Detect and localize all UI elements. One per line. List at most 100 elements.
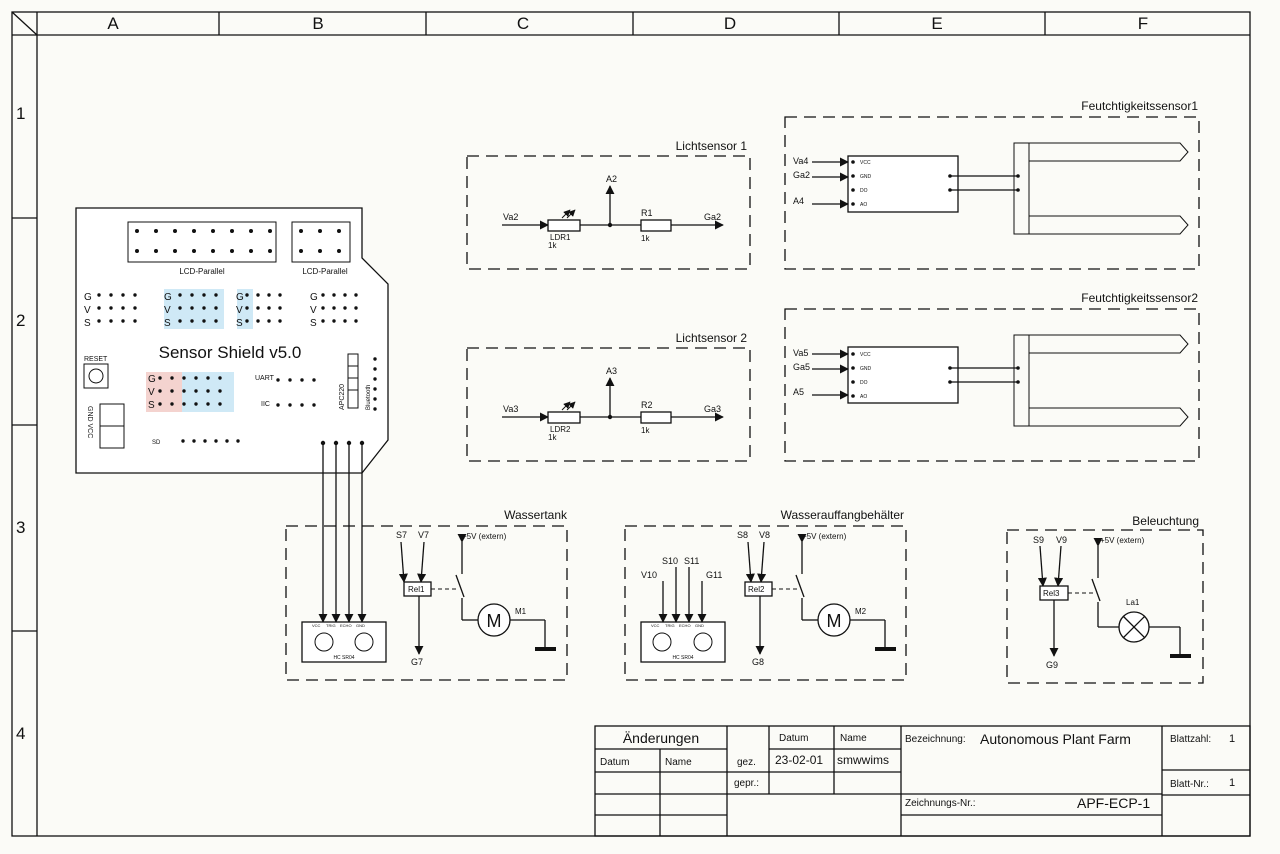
moisture-sensor-2-pin-vcc: VCC: [860, 352, 871, 358]
shield-apc-label: APC220: [339, 384, 346, 410]
water-catch-s11: S11: [684, 556, 699, 566]
water-catch-g11: G11: [706, 570, 722, 580]
title-block-change-name-header: Name: [665, 757, 692, 768]
water-tank-sr04-pin-vcc: VCC: [312, 623, 321, 628]
title-block-designation-value: Autonomous Plant Farm: [980, 731, 1131, 747]
water-tank-s: S7: [396, 530, 407, 540]
title-block-changes: Änderungen: [623, 730, 699, 746]
title-block-sheet-no-label: Blatt-Nr.:: [1170, 779, 1209, 790]
shield-row-s-2: S: [164, 318, 171, 329]
water-catch-ext: +5V (extern): [802, 532, 847, 541]
shield-row-s-4: S: [310, 318, 317, 329]
light-sensor-2-r-val: 1k: [641, 426, 650, 435]
water-catch-sr04-pin-vcc: VCC: [651, 623, 660, 628]
grid-row-4: 4: [16, 724, 25, 743]
water-catch-s10: S10: [662, 556, 678, 566]
shield-to-sr04-wires: [318, 440, 367, 623]
shield-row-s: S: [84, 318, 91, 329]
shield-lcd-label-2: LCD-Parallel: [302, 267, 348, 276]
water-tank-relay: Rel1: [408, 585, 425, 594]
title-block-drawing-no-value: APF-ECP-1: [1077, 795, 1150, 811]
moisture-sensor-2-pin-ao: AO: [860, 394, 867, 400]
shield-iic-label: IIC: [261, 401, 270, 408]
title-block-date-value: 23-02-01: [775, 753, 823, 767]
light-sensor-2-a: A3: [606, 366, 617, 376]
water-catch-motor-symbol: M: [827, 611, 842, 631]
water-catch-v10: V10: [641, 570, 657, 580]
moisture-sensor-1-pin-do: DO: [860, 188, 868, 194]
shield-analog-v: V: [148, 387, 155, 398]
water-tank-ext: +5V (extern): [462, 532, 507, 541]
water-catch-title: Wasserauffangbehälter: [781, 508, 904, 522]
lighting-lamp: La1: [1126, 598, 1140, 607]
moisture-sensor-1-pin-gnd: GND: [860, 174, 872, 180]
water-catch-sr04-pin-gnd: GND: [695, 623, 704, 628]
shield-row-g-4: G: [310, 292, 318, 303]
water-catch-sr04-pin-echo: ECHO: [679, 623, 691, 628]
light-sensor-1-r-val: 1k: [641, 234, 650, 243]
lighting-circuit: [1006, 529, 1204, 684]
light-sensor-1-ldr: LDR1: [550, 233, 571, 242]
lighting-g: G9: [1046, 660, 1058, 670]
water-tank-sr04: HC SR04: [333, 655, 354, 661]
shield-bluetooth-label: Bluetooth: [366, 385, 372, 410]
light-sensor-1-a: A2: [606, 174, 617, 184]
grid-row-1: 1: [16, 104, 25, 123]
shield-power-label: GND VCC: [86, 406, 93, 438]
water-catch-sr04: HC SR04: [672, 655, 693, 661]
title-block-sheet-count-value: 1: [1229, 733, 1235, 745]
light-sensor-2: [466, 347, 751, 462]
water-tank-motor: M1: [515, 607, 527, 616]
shield-uart-label: UART: [255, 375, 275, 382]
water-tank-sr04-pin-trig: TRIG: [326, 623, 336, 628]
moisture-sensor-2-pin-gnd: GND: [860, 366, 872, 372]
light-sensor-1-ldr-val: 1k: [548, 241, 557, 250]
water-catch-g: G8: [752, 657, 764, 667]
title-block-drawing-no-label: Zeichnungs-Nr.:: [905, 798, 976, 809]
title-block: [594, 725, 1251, 837]
water-tank-v: V7: [418, 530, 429, 540]
moisture-sensor-1-g: Ga2: [793, 170, 810, 180]
moisture-sensor-2-g: Ga5: [793, 362, 810, 372]
moisture-sensor-1-pin-vcc: VCC: [860, 160, 871, 166]
water-tank-sr04-pin-gnd: GND: [356, 623, 365, 628]
water-tank-motor-symbol: M: [487, 611, 502, 631]
moisture-sensor-2-pin-do: DO: [860, 380, 868, 386]
light-sensor-2-ldr-val: 1k: [548, 433, 557, 442]
shield-row-s-3: S: [236, 318, 243, 329]
shield-reset-label: RESET: [84, 356, 108, 363]
grid-row-3: 3: [16, 518, 25, 537]
lighting-ext: +5V (extern): [1100, 536, 1145, 545]
moisture-sensor-1-a: A4: [793, 196, 804, 206]
shield-sd-label: SD: [152, 440, 161, 446]
sensor-shield: [75, 207, 389, 474]
light-sensor-1-ga: Ga2: [704, 212, 721, 222]
water-tank-title: Wassertank: [504, 508, 568, 522]
title-block-designation-label: Bezeichnung:: [905, 734, 966, 745]
light-sensor-1: [466, 155, 751, 270]
grid-col-a: A: [107, 14, 119, 33]
moisture-sensor-2-a: A5: [793, 387, 804, 397]
water-catch-v: V8: [759, 530, 770, 540]
water-catch-circuit: [624, 525, 907, 681]
grid-col-e: E: [931, 14, 942, 33]
lighting-v: V9: [1056, 535, 1067, 545]
water-tank-circuit: [285, 525, 568, 681]
water-catch-sr04-pin-trig: TRIG: [665, 623, 675, 628]
title-block-date-header: Datum: [779, 733, 808, 744]
shield-row-v-3: V: [236, 305, 243, 316]
water-tank-sr04-pin-echo: ECHO: [340, 623, 352, 628]
grid-col-f: F: [1138, 14, 1148, 33]
moisture-sensor-2-title: Feutchtigkeitssensor2: [1081, 291, 1198, 305]
title-block-sheet-count-label: Blattzahl:: [1170, 734, 1211, 745]
title-block-name-header: Name: [840, 733, 867, 744]
shield-row-v-4: V: [310, 305, 317, 316]
water-catch-s: S8: [737, 530, 748, 540]
moisture-sensor-1-pin-ao: AO: [860, 202, 867, 208]
water-catch-motor: M2: [855, 607, 867, 616]
title-block-sheet-no-value: 1: [1229, 777, 1235, 789]
title-block-gez: gez.: [737, 757, 756, 768]
moisture-sensor-1: [784, 116, 1200, 270]
shield-row-g: G: [84, 292, 92, 303]
